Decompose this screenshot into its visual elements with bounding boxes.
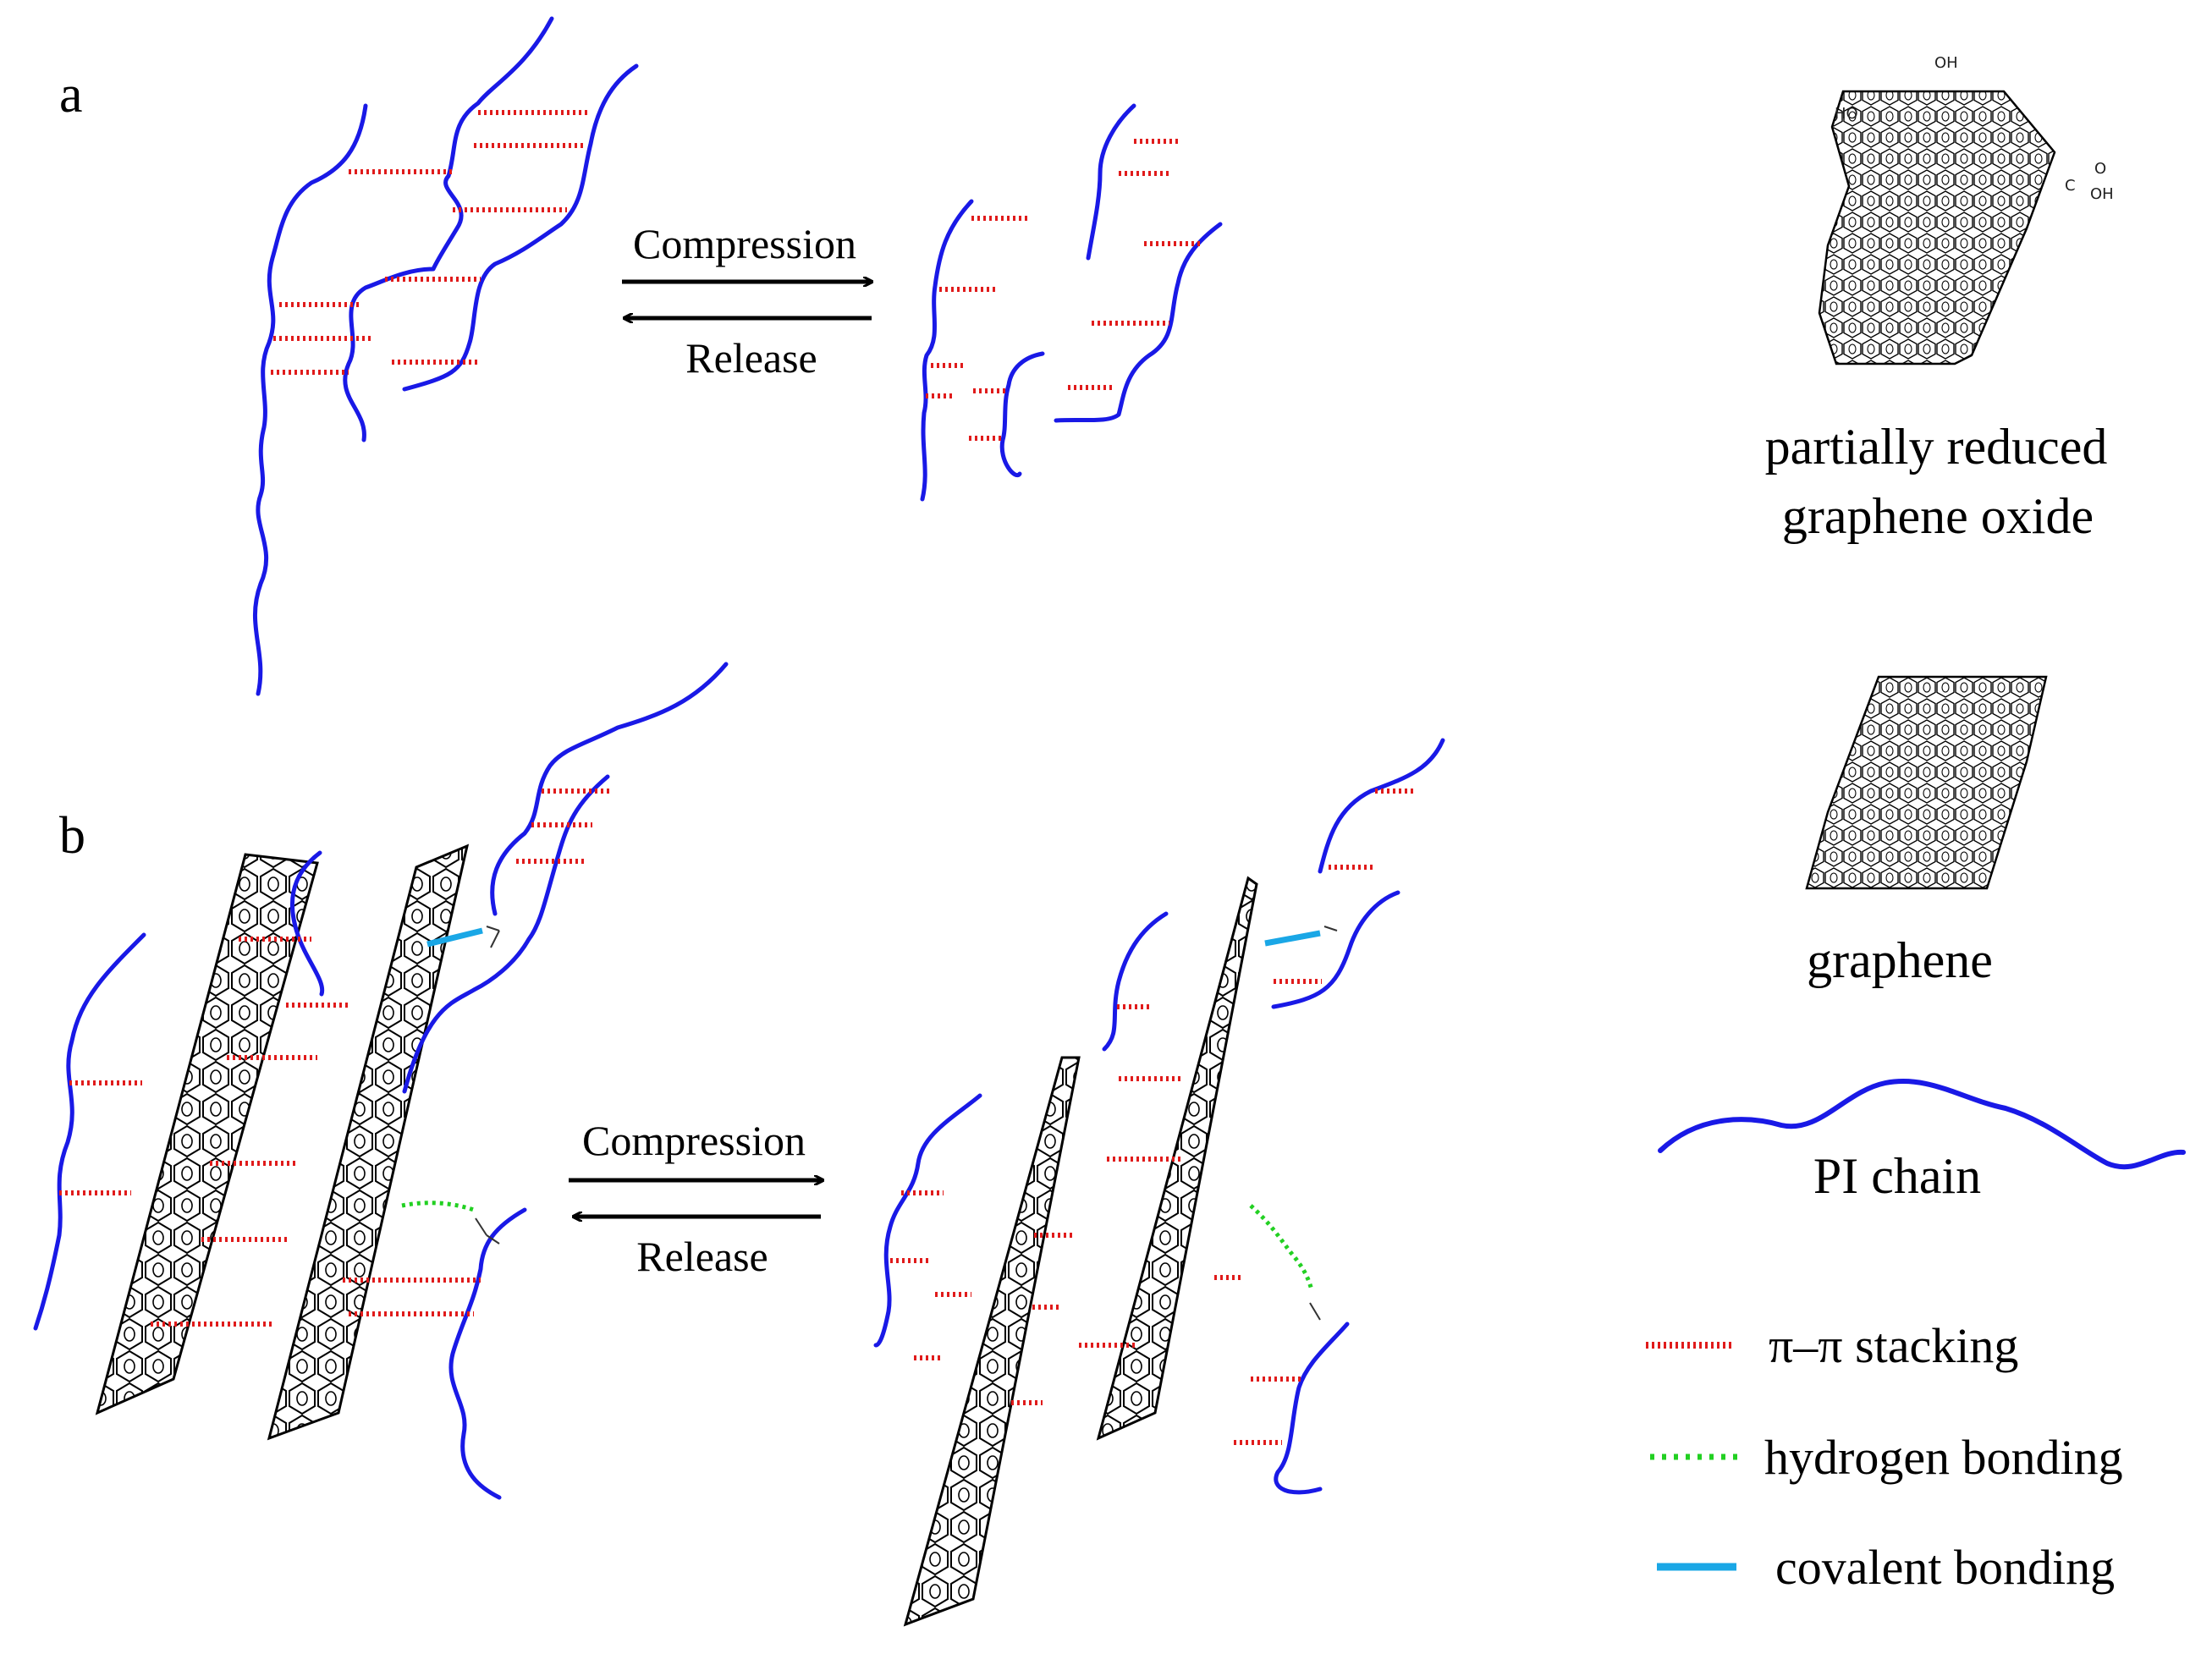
prgo-label-line1: partially reduced — [1765, 419, 2108, 475]
graphene-sheet — [903, 1056, 1081, 1627]
panel-b-released-sheets — [903, 876, 1258, 1627]
graphene-sheet — [95, 853, 319, 1415]
pi-chain-label: PI chain — [1813, 1148, 1981, 1204]
panel-b-arrows — [569, 1180, 823, 1217]
panel-b-label: b — [59, 807, 85, 865]
prgo-label-line2: graphene oxide — [1782, 488, 2094, 544]
pi-chain — [402, 774, 610, 1094]
panel-a-pi-chains — [253, 16, 639, 696]
graphene-sheet — [1096, 876, 1258, 1441]
pi-chain — [1054, 222, 1223, 423]
panel-b-graphene-sheets — [95, 843, 470, 1441]
release-label: Release — [636, 1233, 768, 1280]
ho-group: HO — [1835, 105, 1858, 123]
hydrogen-bonding-label: hydrogen bonding — [1764, 1430, 2123, 1485]
compression-label: Compression — [633, 220, 856, 267]
pi-chain — [1318, 738, 1445, 874]
graphene-label: graphene — [1807, 932, 1993, 988]
panel-b-functional-groups — [401, 926, 500, 1245]
pi-chain-sample — [1658, 1079, 2186, 1170]
panel-b-pi-chains — [33, 662, 729, 1500]
prgo-structure: OH HO O C OH — [1818, 54, 2114, 365]
pi-chain — [33, 932, 146, 1331]
covalent-bond — [1264, 930, 1321, 947]
pi-chain — [920, 199, 974, 502]
compression-label: Compression — [582, 1117, 806, 1164]
pi-chain — [1086, 103, 1136, 261]
graphene-structure — [1805, 675, 2048, 890]
panel-a-arrows — [622, 282, 872, 318]
carboxyl-oh: OH — [2090, 185, 2114, 203]
panel-b: b — [33, 662, 1445, 1627]
pi-chain — [402, 63, 639, 392]
pi-chain — [873, 1093, 982, 1348]
pi-chain — [1274, 1322, 1350, 1495]
oh-group: OH — [1934, 54, 1958, 72]
pi-chain — [289, 850, 325, 997]
pi-chain — [490, 662, 729, 916]
graphene-sheet — [267, 843, 470, 1441]
covalent-bonding-label: covalent bonding — [1775, 1540, 2115, 1595]
panel-a-released-chains — [920, 103, 1223, 502]
panel-a-released-stacking — [926, 139, 1200, 441]
pi-chain — [1102, 911, 1169, 1052]
pi-chain — [253, 103, 368, 696]
covalent-bond — [426, 927, 483, 948]
pi-stacking-label: π–π stacking — [1769, 1318, 2018, 1373]
panel-a: a Compression Release — [59, 16, 1223, 696]
carboxyl-o: O — [2094, 160, 2106, 178]
panel-b-released-chains — [873, 738, 1445, 1495]
pi-chain — [1271, 890, 1400, 1009]
carboxyl-c: C — [2065, 177, 2076, 195]
panel-a-pi-stacking — [271, 110, 588, 375]
pi-chain — [999, 351, 1045, 478]
pi-chain — [448, 1207, 527, 1500]
panel-b-released-stacking — [890, 789, 1415, 1445]
hydrogen-bond — [1249, 1204, 1314, 1291]
panel-b-released-bonds — [1249, 926, 1338, 1321]
panel-a-label: a — [59, 66, 83, 124]
release-label: Release — [685, 334, 817, 382]
legend: OH HO O C OH partially reduced graphene … — [1646, 54, 2186, 1595]
pi-chain — [343, 16, 554, 442]
hydrogen-bond — [401, 1201, 475, 1212]
panel-b-pi-stacking — [59, 789, 611, 1327]
